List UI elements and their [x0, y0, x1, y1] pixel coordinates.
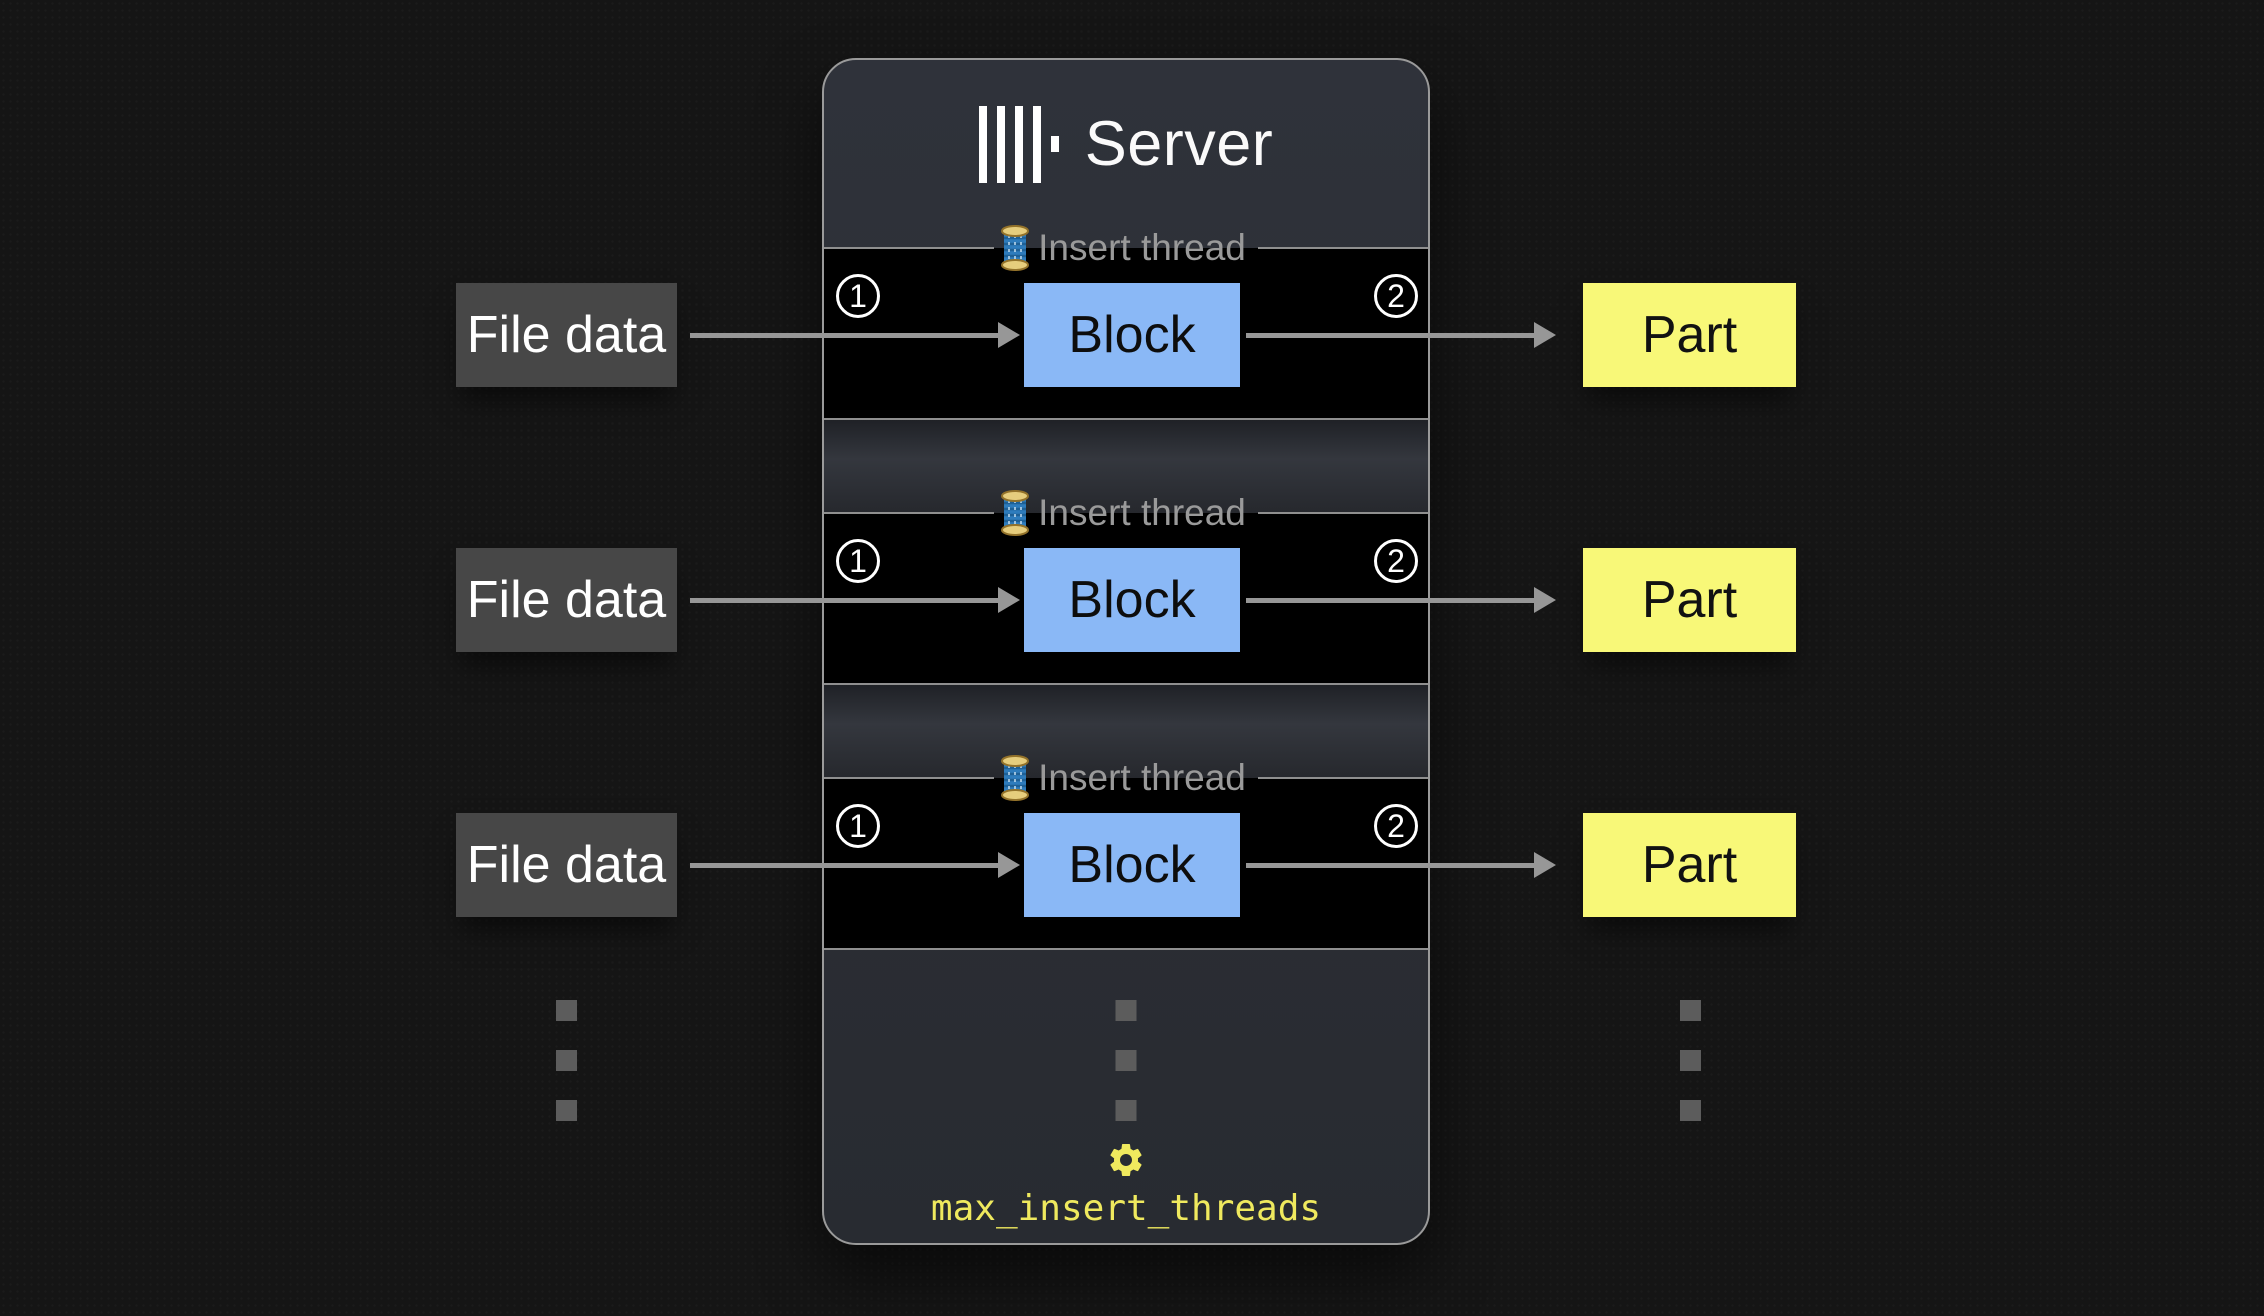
fieldset-border-right: [1257, 512, 1429, 514]
ellipsis-dots-server: [1115, 1000, 1137, 1121]
logo-bar: [1014, 105, 1023, 183]
arrowhead-file-to-block: [998, 322, 1020, 348]
clickhouse-logo: [978, 105, 1059, 183]
logo-bar: [1032, 105, 1041, 183]
step-2-badge: 2: [1374, 539, 1418, 583]
ellipsis-dots-left: [556, 1000, 577, 1121]
step-1-badge: 1: [836, 539, 880, 583]
block-box: Block: [1024, 283, 1240, 387]
logo-bar: [996, 105, 1005, 183]
fieldset-border-right: [1257, 777, 1429, 779]
arrowhead-file-to-block: [998, 587, 1020, 613]
arrow-block-to-part: [1246, 333, 1534, 338]
server-header: Server: [824, 104, 1428, 184]
thread-spool-icon: [1001, 225, 1030, 271]
arrow-file-to-block: [690, 863, 998, 868]
insert-thread-legend: Insert thread: [994, 225, 1258, 271]
gear-icon: [1106, 1140, 1146, 1180]
ellipsis-dot: [1115, 1050, 1137, 1071]
arrowhead-block-to-part: [1534, 587, 1556, 613]
ellipsis-dot: [1680, 1000, 1701, 1021]
ellipsis-dot: [1115, 1100, 1137, 1121]
part-box: Part: [1583, 283, 1796, 387]
ellipsis-dot: [556, 1050, 577, 1071]
step-2-badge: 2: [1374, 804, 1418, 848]
arrow-block-to-part: [1246, 863, 1534, 868]
fieldset-border-right: [1257, 247, 1429, 249]
ellipsis-dot: [556, 1100, 577, 1121]
block-box: Block: [1024, 548, 1240, 652]
ellipsis-dot: [556, 1000, 577, 1021]
ellipsis-dot: [1115, 1000, 1137, 1021]
settings-label: max_insert_threads: [930, 1188, 1322, 1229]
arrow-file-to-block: [690, 598, 998, 603]
arrowhead-block-to-part: [1534, 852, 1556, 878]
insert-thread-label: Insert thread: [1038, 757, 1246, 798]
logo-bar: [978, 105, 987, 183]
row-gap: [824, 420, 1428, 513]
ellipsis-dot: [1680, 1100, 1701, 1121]
ellipsis-dots-right: [1680, 1000, 1701, 1121]
thread-spool-icon: [1001, 490, 1030, 536]
file-data-box: File data: [456, 548, 677, 652]
logo-bar-short: [1050, 136, 1059, 152]
file-data-box: File data: [456, 283, 677, 387]
fieldset-border-left: [824, 777, 995, 779]
arrow-block-to-part: [1246, 598, 1534, 603]
file-data-box: File data: [456, 813, 677, 917]
row-gap: [824, 685, 1428, 778]
fieldset-border-left: [824, 247, 995, 249]
insert-thread-label: Insert thread: [1038, 492, 1246, 533]
arrow-file-to-block: [690, 333, 998, 338]
thread-spool-icon: [1001, 755, 1030, 801]
arrowhead-block-to-part: [1534, 322, 1556, 348]
block-box: Block: [1024, 813, 1240, 917]
step-1-badge: 1: [836, 274, 880, 318]
part-box: Part: [1583, 813, 1796, 917]
insert-thread-legend: Insert thread: [994, 755, 1258, 801]
step-1-badge: 1: [836, 804, 880, 848]
arrowhead-file-to-block: [998, 852, 1020, 878]
server-title: Server: [1084, 109, 1274, 179]
insert-thread-label: Insert thread: [1038, 227, 1246, 268]
part-box: Part: [1583, 548, 1796, 652]
step-2-badge: 2: [1374, 274, 1418, 318]
insert-thread-legend: Insert thread: [994, 490, 1258, 536]
ellipsis-dot: [1680, 1050, 1701, 1071]
fieldset-border-left: [824, 512, 995, 514]
